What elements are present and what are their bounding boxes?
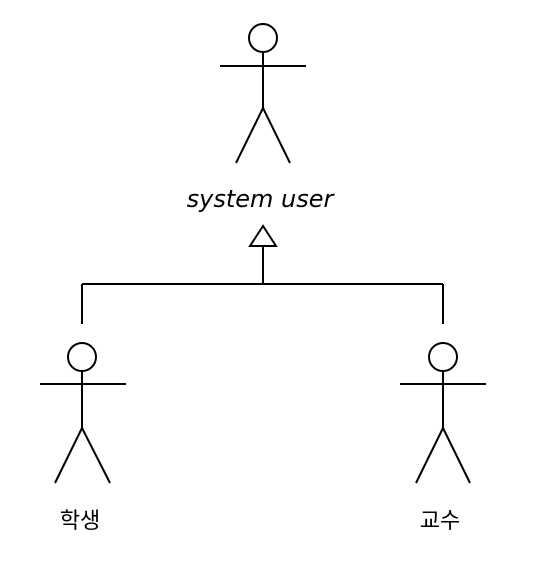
actor-head — [248, 23, 278, 53]
actor-right-leg — [442, 427, 471, 484]
actor-student: 학생 — [40, 342, 126, 534]
generalization-connector — [81, 224, 444, 324]
actor-left-leg — [235, 107, 264, 164]
actor-label-student: 학생 — [60, 509, 100, 534]
generalization-arrowhead — [248, 224, 278, 247]
actor-right-leg — [262, 107, 291, 164]
actor-head — [428, 342, 458, 372]
actor-label-professor: 교수 — [420, 509, 460, 534]
actor-left-leg — [54, 427, 83, 484]
actor-label-system-user: system user — [187, 185, 336, 213]
actor-right-leg — [81, 427, 111, 484]
actor-head — [67, 342, 97, 372]
actor-system-user: system user — [187, 23, 336, 213]
actor-left-leg — [415, 427, 444, 484]
actor-professor: 교수 — [400, 342, 486, 534]
